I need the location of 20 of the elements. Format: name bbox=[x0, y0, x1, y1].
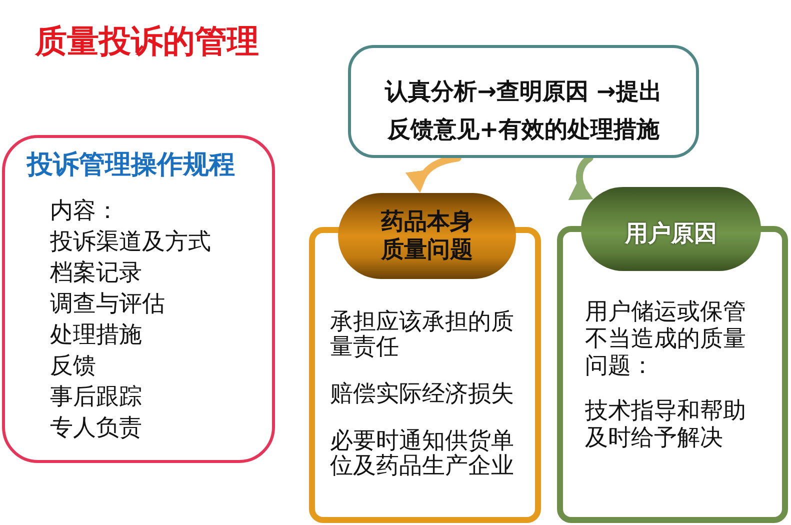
callout-text: 认真分析→查明原因 →提出反馈意见+有效的处理措施 bbox=[384, 78, 663, 145]
heading-text: 投诉管理操作规程 bbox=[27, 149, 235, 181]
list-item: 内容： bbox=[50, 197, 119, 226]
body-text: 技术指导和帮助及时给予解决 bbox=[585, 398, 747, 452]
body-text: 赔偿实际经济损失 bbox=[330, 382, 515, 407]
list-item: 专人负责 bbox=[50, 414, 142, 443]
list-item: 档案记录 bbox=[50, 259, 142, 288]
body-text: 承担应该承担的质量责任 bbox=[330, 310, 515, 360]
callout-box bbox=[348, 45, 699, 158]
heading-text: 药品本身质量问题 bbox=[380, 208, 474, 264]
rounded-box bbox=[2, 135, 275, 463]
list-item: 处理措施 bbox=[50, 321, 142, 350]
list-item: 调查与评估 bbox=[50, 290, 165, 319]
list-item: 事后跟踪 bbox=[50, 383, 142, 412]
title: 质量投诉的管理 bbox=[35, 22, 259, 60]
list-item: 投诉渠道及方式 bbox=[50, 228, 211, 257]
heading-text: 用户原因 bbox=[625, 220, 717, 248]
body-text: 用户储运或保管不当造成的质量问题： bbox=[585, 299, 747, 380]
body-text: 必要时通知供货单位及药品生产企业 bbox=[330, 429, 515, 479]
list-item: 反馈 bbox=[50, 352, 96, 381]
